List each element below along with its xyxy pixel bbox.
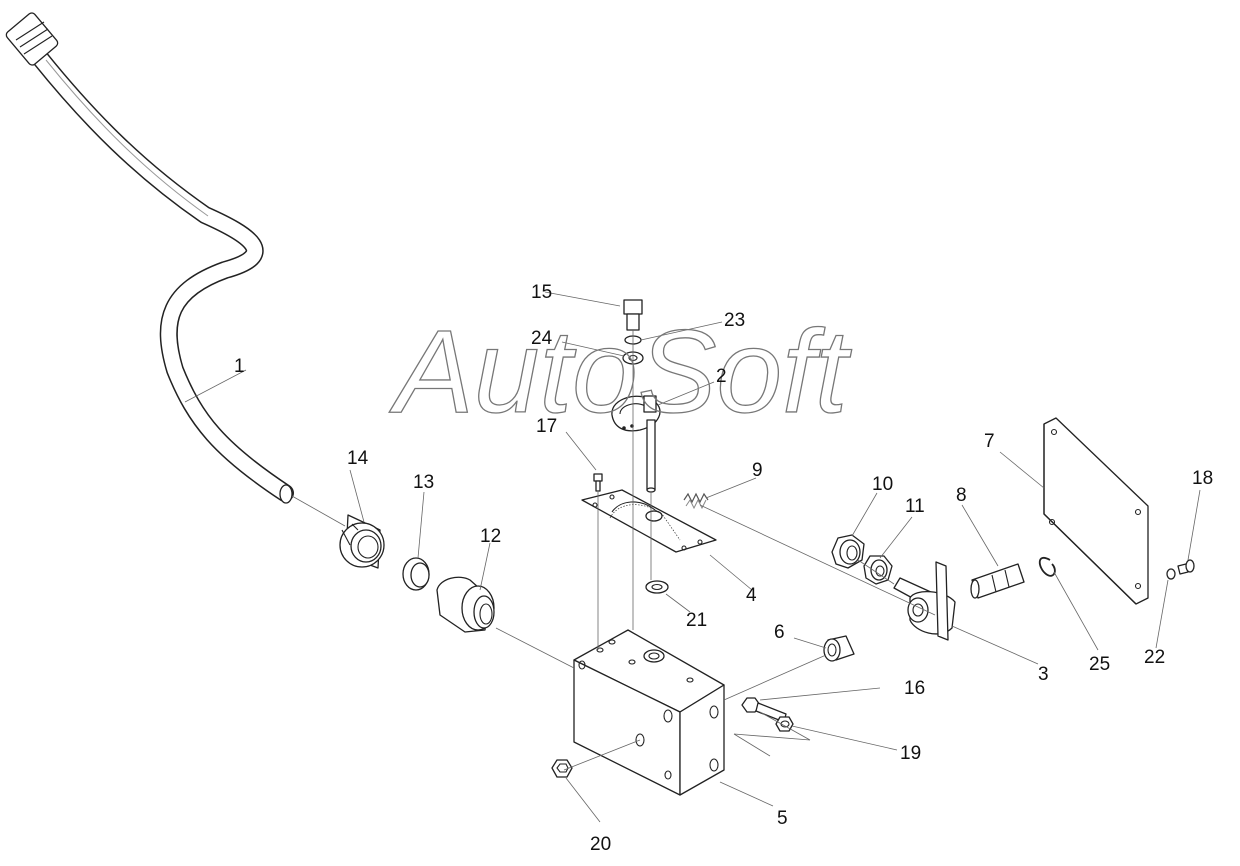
callout-16: 16 (904, 678, 925, 699)
callout-9: 9 (752, 460, 763, 481)
part-13-ring (402, 557, 430, 591)
part-9-spring (683, 492, 709, 510)
part-21-washer (645, 580, 669, 594)
callout-12: 12 (480, 526, 501, 547)
callout-13: 13 (413, 472, 434, 493)
part-16-bolt (741, 697, 787, 723)
part-20-nut (551, 759, 573, 778)
callout-14: 14 (347, 448, 369, 469)
callout-21: 21 (686, 610, 707, 631)
callout-labels: 1 2 3 4 5 6 7 8 9 10 11 12 13 14 15 16 1… (234, 282, 1213, 855)
part-8-pin (970, 563, 1025, 599)
callout-11: 11 (905, 496, 925, 517)
part-1-hose (5, 12, 294, 504)
callout-22: 22 (1144, 647, 1165, 668)
callout-1: 1 (234, 356, 245, 377)
callout-18: 18 (1192, 468, 1213, 489)
part-12-adapter (436, 576, 495, 633)
callout-19: 19 (900, 743, 921, 764)
hose-end-fitting (5, 12, 59, 66)
callout-8: 8 (956, 485, 967, 506)
callout-15: 15 (531, 282, 552, 303)
callout-6: 6 (774, 622, 785, 643)
part-2-lever (611, 395, 661, 493)
part-4-scale-plate (581, 489, 717, 553)
callout-3: 3 (1038, 664, 1049, 685)
part-10-nut (831, 534, 865, 569)
part-25-circlip (1038, 557, 1056, 577)
part-19-nut (775, 716, 794, 732)
callout-25: 25 (1089, 654, 1110, 675)
callout-17: 17 (536, 416, 557, 437)
callout-20: 20 (590, 834, 611, 855)
part-6-bushing (823, 635, 855, 662)
part-7-cover-plate (1043, 417, 1149, 605)
part-15-bolt (623, 299, 643, 331)
callout-10: 10 (872, 474, 893, 495)
callout-4: 4 (746, 585, 757, 606)
callout-23: 23 (724, 310, 745, 331)
part-17-screw (593, 473, 603, 492)
part-11-fitting (863, 555, 893, 585)
part-5-valve-body (573, 629, 725, 796)
part-22-washer (1166, 568, 1176, 580)
callout-24: 24 (531, 328, 553, 349)
part-3-lever-arm (893, 561, 956, 641)
callout-7: 7 (984, 431, 995, 452)
part-14-nut (339, 514, 385, 569)
leader-lines (184, 291, 1201, 823)
callout-5: 5 (777, 808, 788, 829)
callout-2: 2 (716, 366, 727, 387)
part-18-screw (1177, 559, 1195, 575)
watermark-text: AutoSoft (389, 306, 852, 438)
